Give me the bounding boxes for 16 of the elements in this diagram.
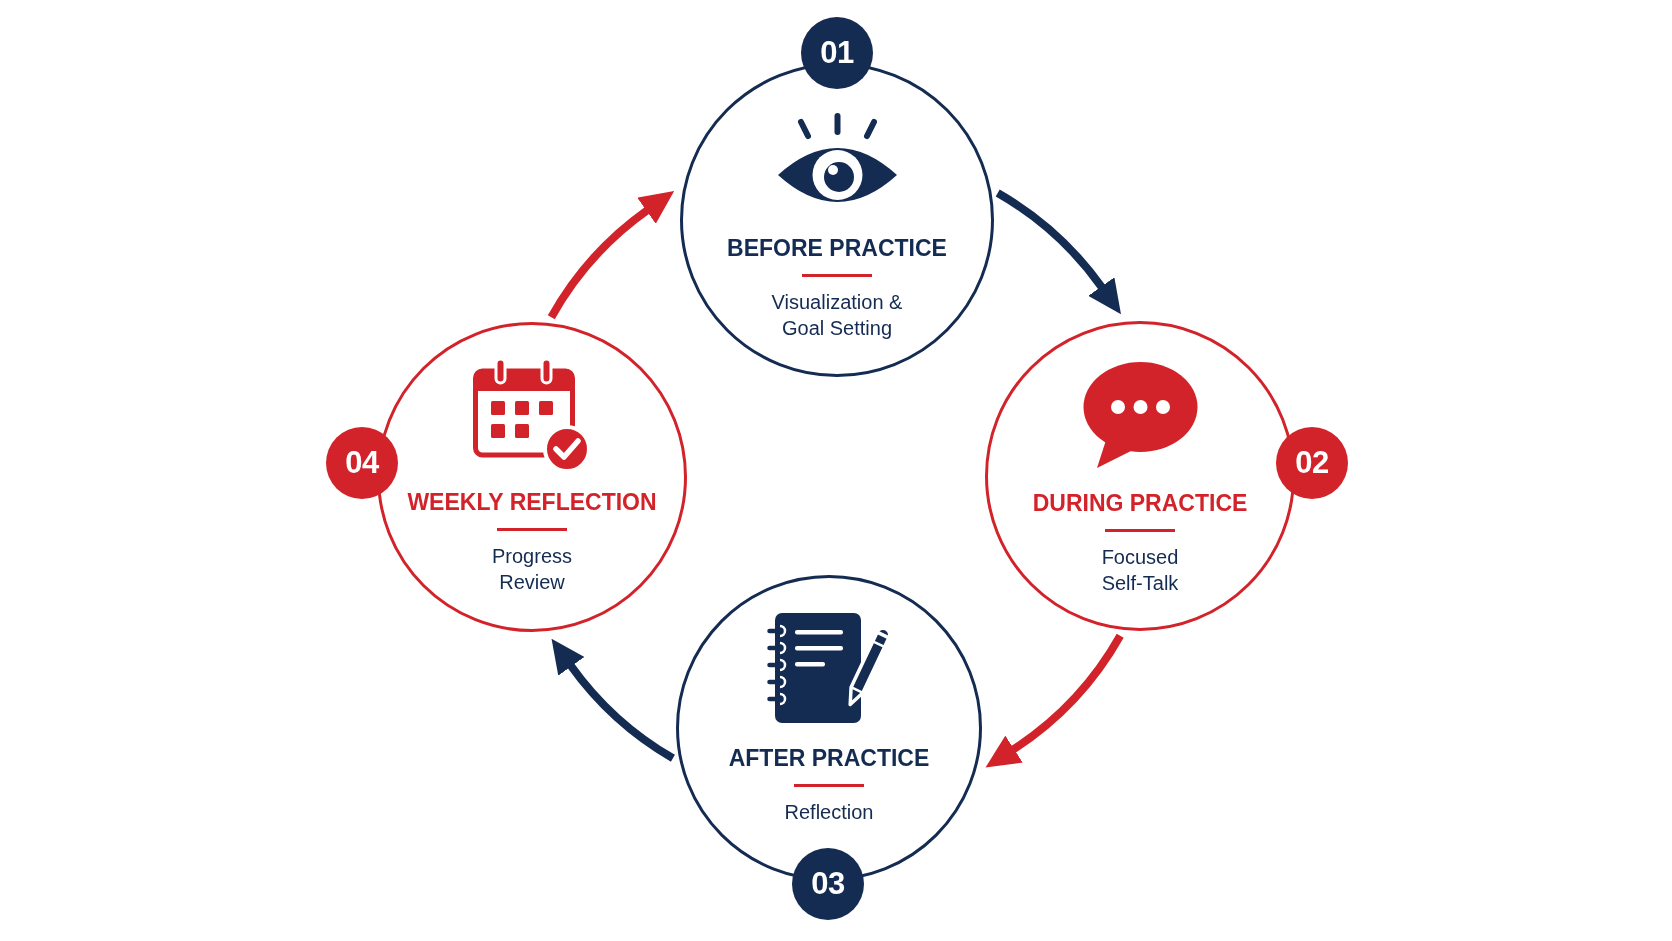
step-title: BEFORE PRACTICE — [727, 234, 947, 262]
step-description: Progress Review — [491, 544, 573, 595]
step-number: 03 — [792, 848, 864, 920]
step-description: Reflection — [784, 800, 874, 825]
step-number: 02 — [1276, 427, 1348, 499]
step-description: Visualization & Goal Setting — [770, 290, 904, 341]
step-number: 01 — [801, 17, 873, 89]
cycle-arrow — [995, 189, 1123, 314]
cycle-arrow — [550, 639, 676, 762]
step-title: WEEKLY REFLECTION — [407, 488, 657, 516]
step-title: DURING PRACTICE — [1032, 489, 1248, 517]
cycle-arrow — [986, 633, 1124, 770]
cycle-arrow — [547, 189, 674, 320]
step-title: AFTER PRACTICE — [728, 744, 930, 772]
step-description: Focused Self-Talk — [1100, 545, 1180, 596]
step-number: 04 — [326, 427, 398, 499]
